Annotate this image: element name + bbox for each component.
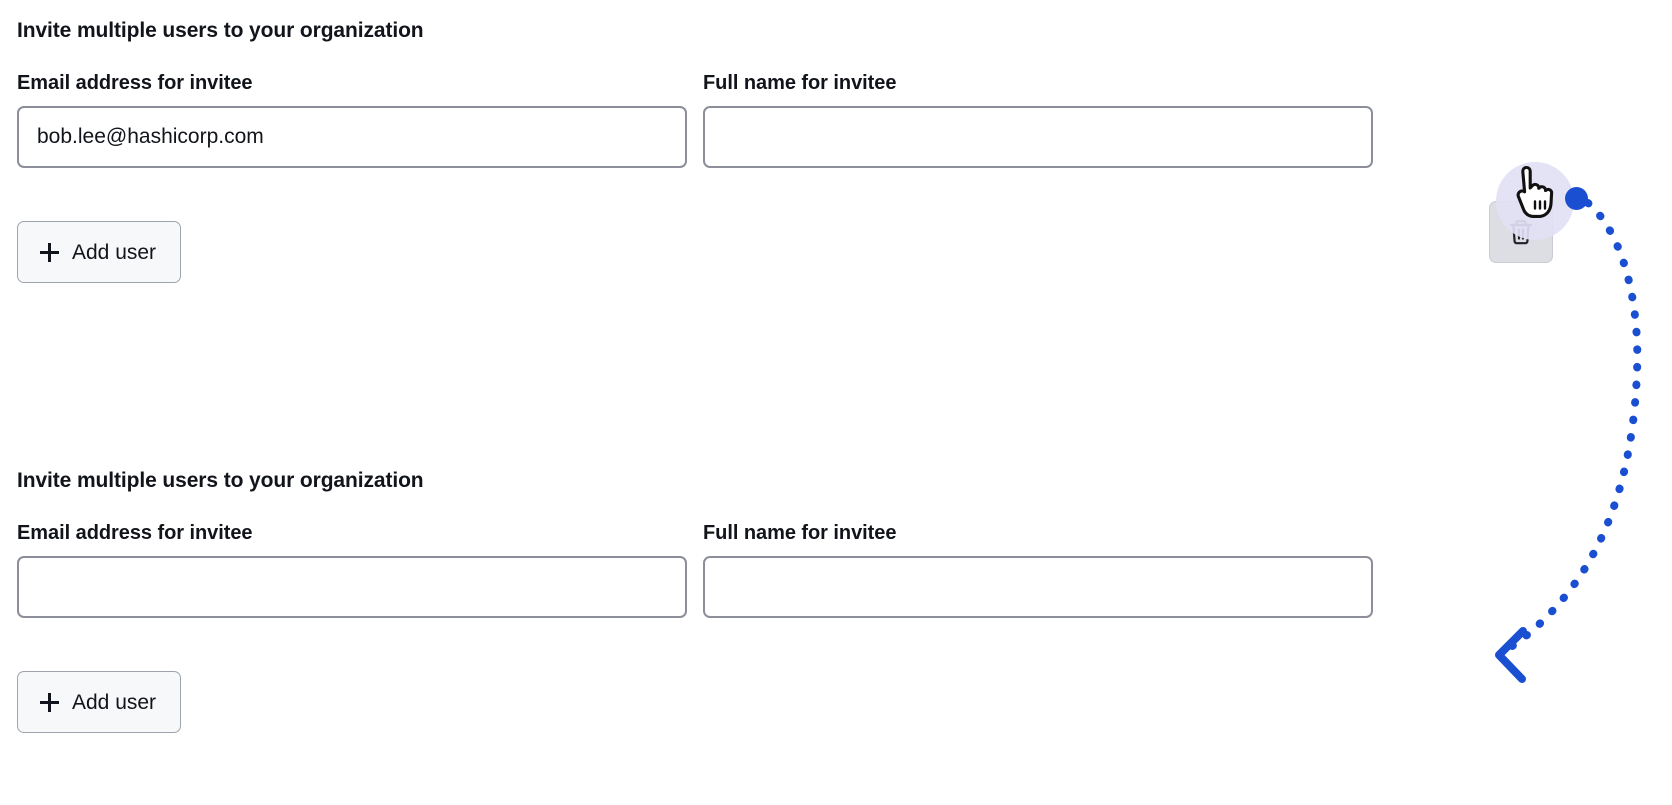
full-name-field-group: Full name for invitee — [703, 72, 1373, 168]
email-field-group-secondary: Email address for invitee — [17, 522, 687, 618]
invitee-field-row: Email address for invitee Full name for … — [0, 72, 1672, 263]
page-title-secondary: Invite multiple users to your organizati… — [17, 469, 424, 492]
add-user-button[interactable]: Add user — [17, 221, 182, 283]
email-field-label-secondary: Email address for invitee — [17, 522, 253, 544]
email-field-label: Email address for invitee — [17, 72, 253, 94]
page-title: Invite multiple users to your organizati… — [17, 19, 424, 42]
plus-icon-secondary — [40, 692, 59, 712]
add-user-button-label: Add user — [72, 240, 157, 264]
email-input-secondary[interactable] — [17, 556, 687, 618]
full-name-field-label: Full name for invitee — [703, 72, 897, 94]
email-input[interactable] — [17, 106, 687, 168]
full-name-input[interactable] — [703, 106, 1373, 168]
email-field-group: Email address for invitee — [17, 72, 687, 168]
full-name-field-group-secondary: Full name for invitee — [703, 522, 1373, 618]
plus-icon — [40, 242, 59, 262]
full-name-field-label-secondary: Full name for invitee — [703, 522, 897, 544]
pointing-hand-cursor — [1513, 165, 1557, 219]
full-name-input-secondary[interactable] — [703, 556, 1373, 618]
add-user-button-secondary[interactable]: Add user — [17, 671, 182, 733]
invitee-field-row-secondary: Email address for invitee Full name for … — [0, 522, 1672, 652]
add-user-button-label-secondary: Add user — [72, 690, 157, 714]
